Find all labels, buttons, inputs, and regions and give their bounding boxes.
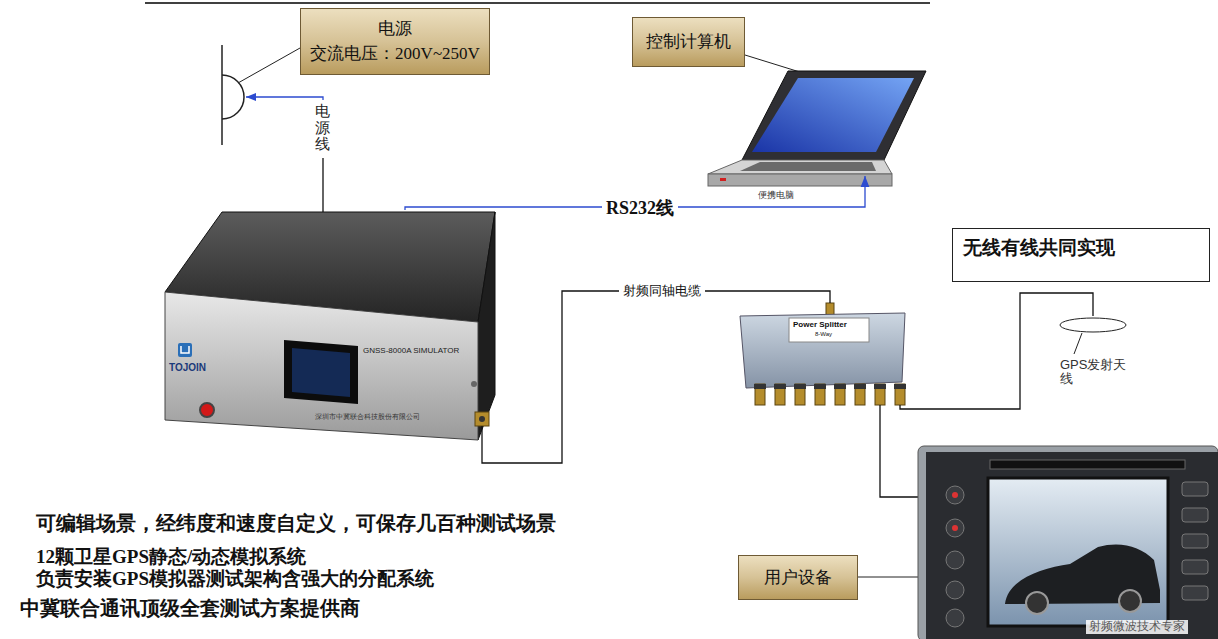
port-nut (874, 384, 886, 389)
port-nut (854, 384, 866, 389)
leader-line (1074, 333, 1082, 354)
splitter-node: Power Splitter 8-Way (735, 303, 908, 405)
antenna-cable (900, 293, 1093, 409)
splitter-port (755, 384, 765, 405)
rf-connector-pin (479, 416, 485, 422)
antenna-ellipse (1060, 318, 1126, 332)
maker-name: 深圳市中冀联合科技股份有限公司 (315, 413, 420, 421)
antenna-node: GPS发射天线 (1052, 316, 1142, 392)
port-nut (754, 384, 766, 389)
splitter-body (740, 313, 905, 388)
splitter-port (895, 384, 905, 405)
head-unit-face (926, 452, 1218, 639)
head-unit-button (1182, 586, 1208, 600)
head-unit-button (1182, 508, 1208, 522)
top-rule (145, 2, 930, 4)
laptop-screen (752, 78, 914, 152)
head-unit-button (1182, 560, 1208, 574)
antenna-label: GPS发射天线 (1060, 358, 1132, 387)
cable-label: RS232线 (602, 198, 678, 219)
wall-line (221, 45, 223, 145)
cable-label: 射频同轴电缆 (619, 284, 705, 299)
laptop-keyboard (740, 162, 876, 171)
head-unit-frame (918, 446, 1218, 639)
head-unit-button (946, 581, 964, 599)
laptop-base (708, 160, 892, 174)
port-nut (834, 384, 846, 389)
note-box: 无线有线共同实现 (952, 228, 1210, 282)
head-unit-button (1182, 482, 1208, 496)
note-text: 无线有线共同实现 (963, 237, 1115, 259)
disc-slot (990, 460, 1185, 469)
power-source-box: 电源交流电压：200V~250V (300, 8, 490, 75)
simulator-node: TOJOIN GNSS-8000A SIMULATOR 深圳市中冀联合科技股份有限公… (165, 210, 495, 440)
laptop-node: 便携电脑 (700, 68, 930, 176)
simulator-side (478, 212, 495, 440)
button-icon (952, 525, 958, 531)
head-unit-screen (988, 478, 1168, 626)
splitter-port (875, 384, 885, 405)
box-heading: 电源 (378, 19, 412, 39)
port-nut (794, 384, 806, 389)
coax-cable (482, 291, 830, 463)
port-nut (814, 384, 826, 389)
product-name: Power Splitter (793, 320, 847, 329)
splitter-port (855, 384, 865, 405)
laptop-led (720, 178, 726, 181)
feature-note: 12颗卫星GPS静态/动态模拟系统 (36, 546, 306, 568)
port-nut (894, 384, 906, 389)
leader-line (238, 48, 300, 83)
head-unit-button (1182, 534, 1208, 548)
car-wheel (1026, 592, 1048, 614)
simulator-display-screen (292, 348, 350, 397)
user-device-box: 用户设备 (738, 555, 858, 600)
logo-mark (181, 346, 189, 353)
box-label: 控制计算机 (646, 32, 731, 52)
brand-logo: TOJOIN (169, 362, 206, 374)
splitter-port (815, 384, 825, 405)
rf-wire (880, 405, 918, 497)
head-unit-button (946, 609, 964, 627)
cable-stub (481, 426, 482, 440)
simulator-knob (471, 381, 477, 387)
leader-line (858, 577, 918, 578)
voltage-text: 交流电压：200V~250V (310, 44, 480, 64)
simulator-display (284, 340, 358, 404)
product-spec: 8-Way (815, 331, 832, 338)
power-cord-arrow (246, 97, 323, 100)
power-cord (322, 158, 323, 212)
head-unit-button (946, 486, 964, 504)
computer-box: 控制计算机 (632, 17, 745, 67)
splitter-port (775, 384, 785, 405)
model-name: GNSS-8000A SIMULATOR (363, 346, 459, 355)
head-unit-button (946, 519, 964, 537)
port-nut (774, 384, 786, 389)
feature-note: 可编辑场景，经纬度和速度自定义，可保存几百种测试场景 (36, 512, 556, 535)
splitter-label-plate (789, 318, 869, 342)
button-icon (952, 492, 958, 498)
box-label: 用户设备 (764, 568, 832, 588)
power-button (200, 403, 214, 417)
watermark: 射频微波技术专家 (1086, 620, 1188, 634)
device-caption: 便携电脑 (758, 190, 794, 200)
company-slogan: 中冀联合通讯顶级全套测试方案提供商 (20, 597, 360, 620)
leader-line (745, 55, 803, 73)
splitter-port (835, 384, 845, 405)
feature-note: 负责安装GPS模拟器测试架构含强大的分配系统 (36, 568, 434, 590)
rf-connector (475, 412, 489, 426)
car-wheel (1119, 590, 1141, 612)
simulator-front (165, 292, 478, 440)
splitter-port (795, 384, 805, 405)
cable-label: 电源线 (315, 103, 330, 153)
head-unit-button (946, 551, 964, 569)
laptop-lid (742, 71, 926, 160)
logo-icon (178, 343, 192, 357)
